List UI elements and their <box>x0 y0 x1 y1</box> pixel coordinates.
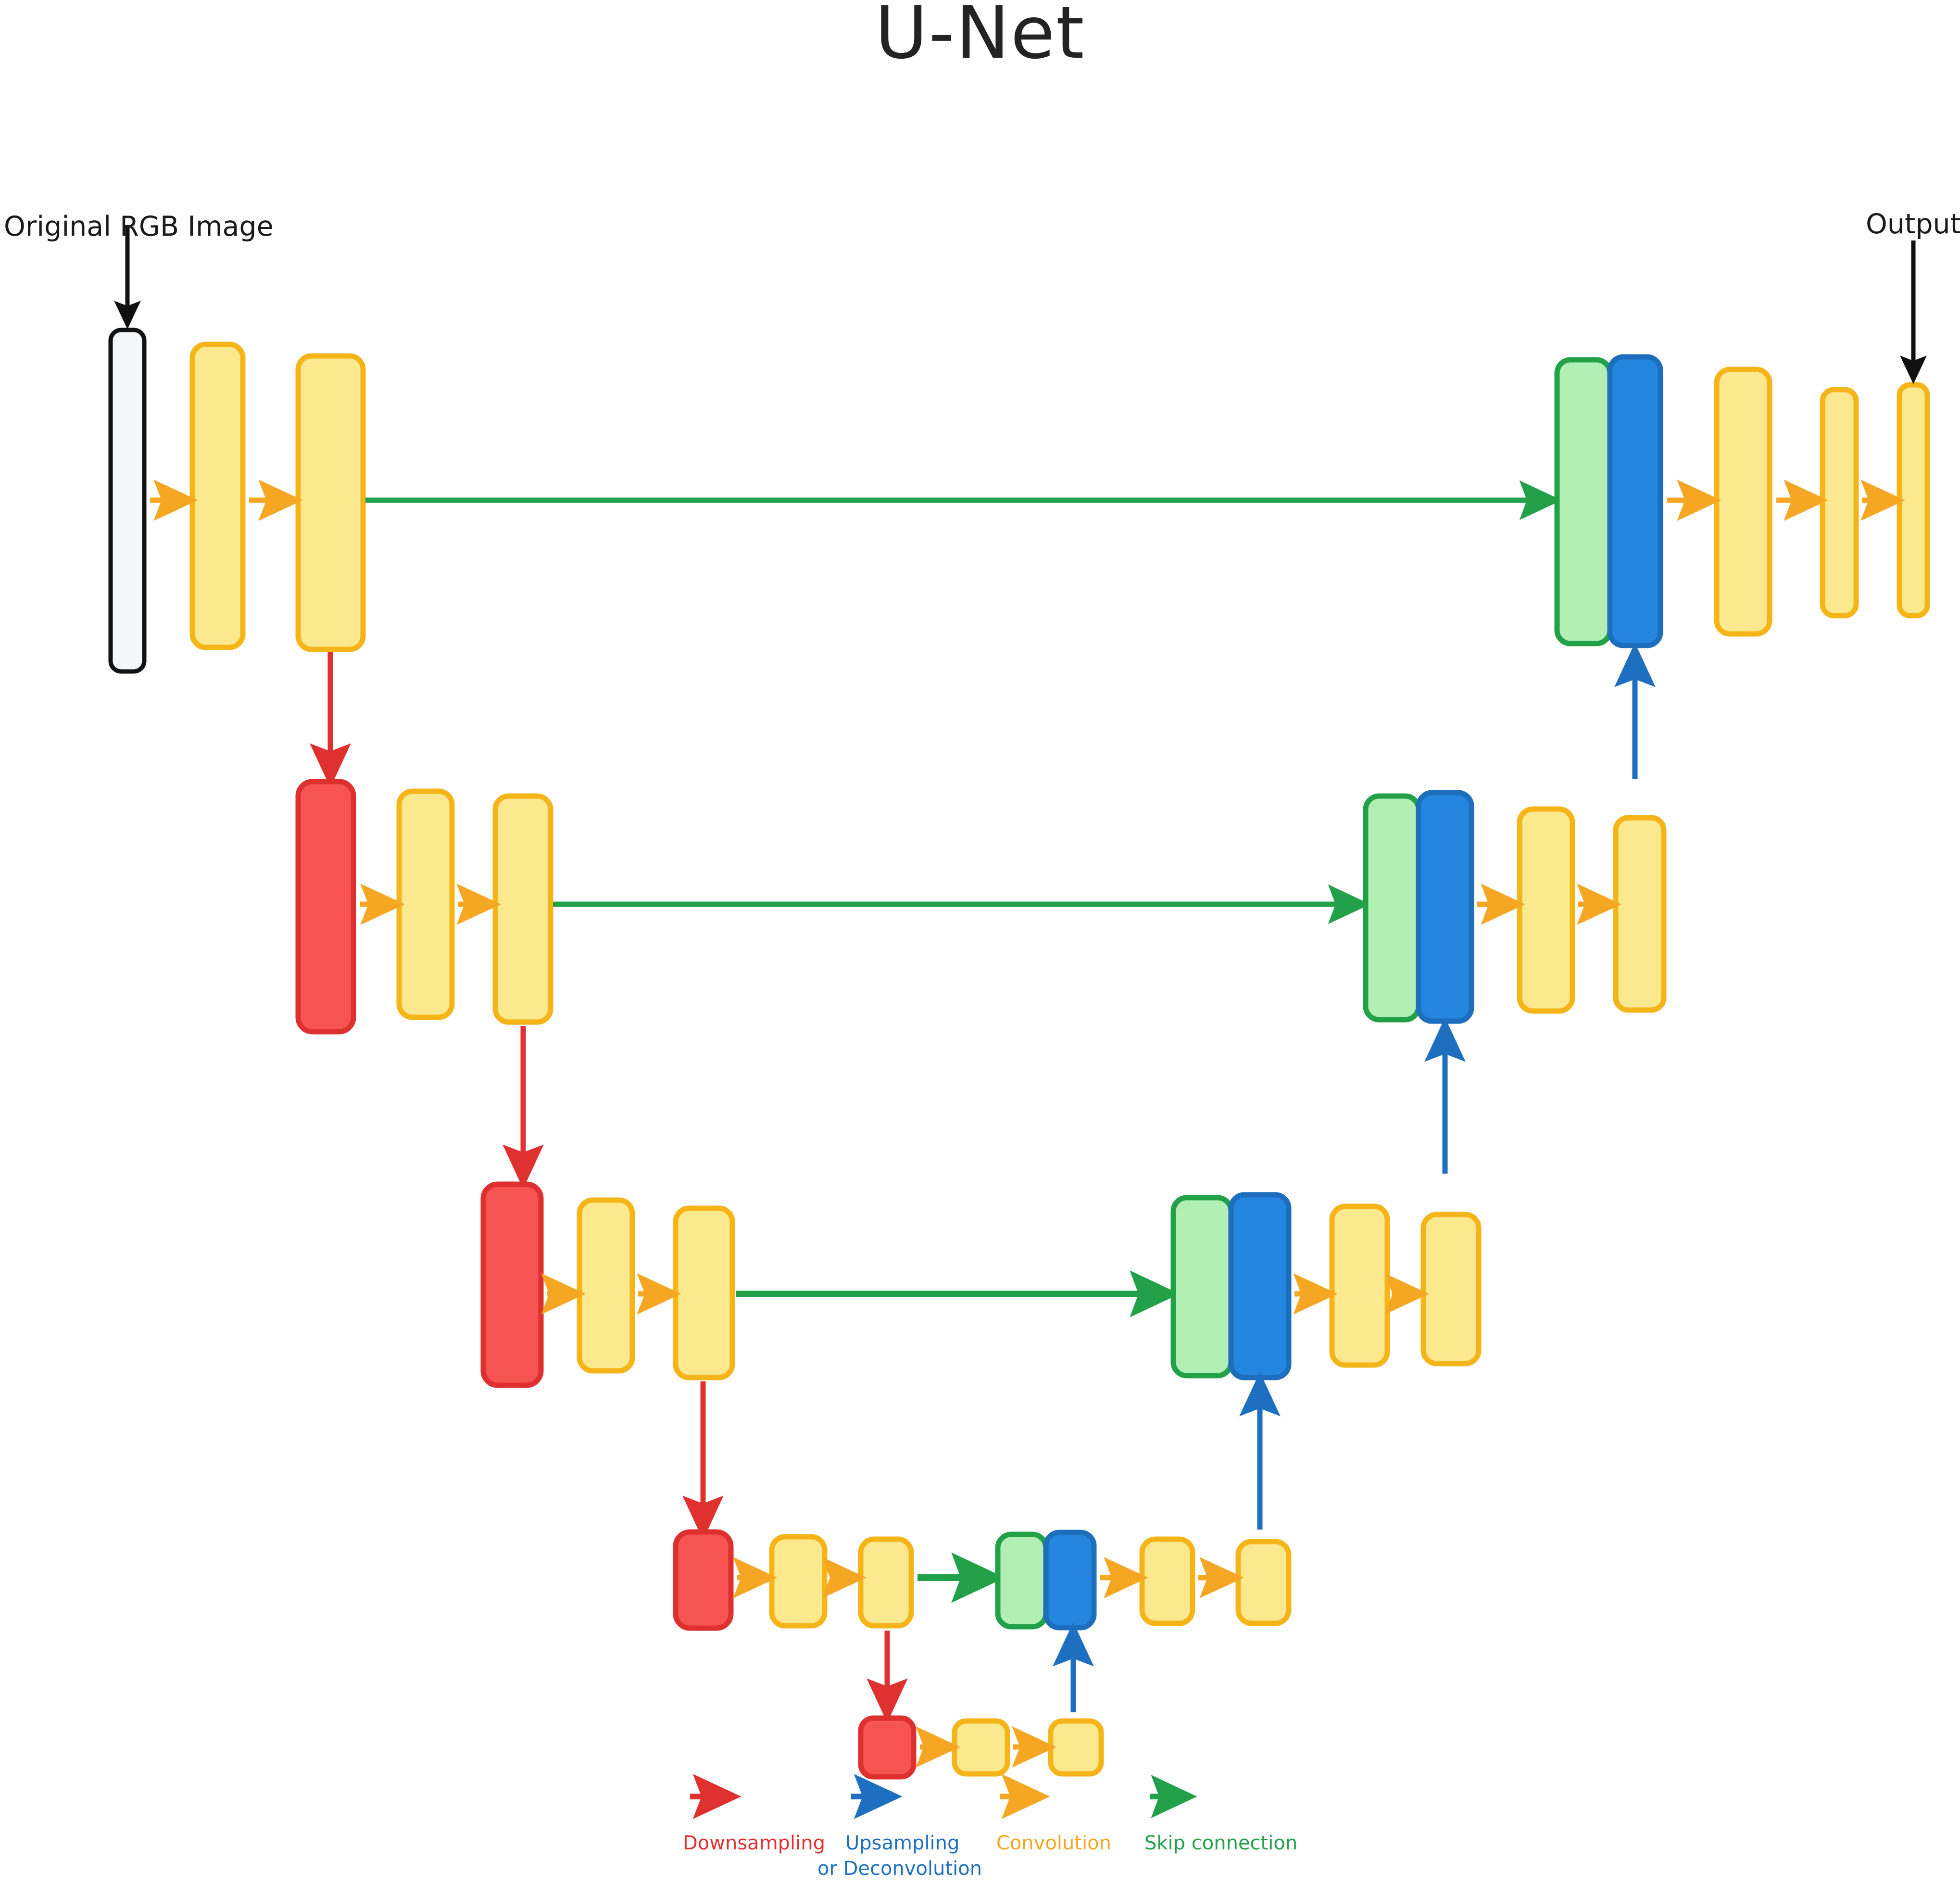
skip-concat-block-1 <box>1554 357 1613 646</box>
conv-block-3c <box>1329 1203 1390 1368</box>
legend-label-upsampling-line2: or Deconvolution <box>817 1858 982 1880</box>
output-label: Output <box>1866 208 1960 240</box>
conv-block-1d <box>1820 387 1859 619</box>
legend-item-skip-connection: Skip connection <box>1144 1775 1297 1854</box>
conv-block-1c <box>1714 367 1772 637</box>
conv-block-2a <box>396 788 455 1020</box>
downsample-block-2 <box>480 1181 544 1388</box>
legend-item-convolution: Convolution <box>996 1774 1111 1854</box>
legend-label-convolution: Convolution <box>996 1832 1111 1854</box>
conv-block-3b <box>673 1205 735 1380</box>
skip-concat-block-3 <box>1170 1195 1234 1379</box>
upsample-block-1 <box>1607 354 1663 648</box>
legend-label-skip-connection: Skip connection <box>1144 1832 1297 1854</box>
conv-block-4c <box>1139 1536 1195 1626</box>
downsample-block-1 <box>295 779 356 1035</box>
legend-item-downsampling: Downsampling <box>683 1774 825 1854</box>
legend: Downsampling Upsampling or Deconvolution… <box>683 1774 1297 1880</box>
conv-block-5a <box>952 1718 1010 1777</box>
conv-block-5b <box>1048 1718 1104 1777</box>
conv-block-2c <box>1517 806 1575 1014</box>
conv-block-1b <box>295 353 366 652</box>
upsample-block-4 <box>1043 1530 1097 1631</box>
legend-item-upsampling: Upsampling or Deconvolution <box>817 1774 982 1880</box>
conv-block-1a <box>189 342 246 650</box>
legend-label-upsampling-line1: Upsampling <box>845 1832 959 1854</box>
input-image-block <box>108 328 147 674</box>
upsample-block-2 <box>1416 790 1474 1024</box>
conv-block-4b <box>858 1536 914 1629</box>
page-title: U-Net <box>875 0 1085 75</box>
downsample-block-4 <box>858 1715 917 1780</box>
upsample-block-3 <box>1228 1192 1292 1380</box>
conv-block-4d <box>1235 1539 1292 1626</box>
conv-block-2b <box>492 793 553 1025</box>
conv-block-4a <box>769 1534 828 1629</box>
downsample-block-3 <box>673 1529 734 1631</box>
conv-block-3a <box>577 1197 635 1374</box>
skip-concat-block-2 <box>1363 793 1421 1023</box>
legend-label-downsampling: Downsampling <box>683 1832 825 1854</box>
conv-block-3d <box>1420 1212 1482 1366</box>
output-block <box>1897 382 1930 619</box>
skip-concat-block-4 <box>995 1531 1049 1630</box>
input-label: Original RGB Image <box>4 211 274 242</box>
conv-block-2d <box>1613 815 1667 1013</box>
